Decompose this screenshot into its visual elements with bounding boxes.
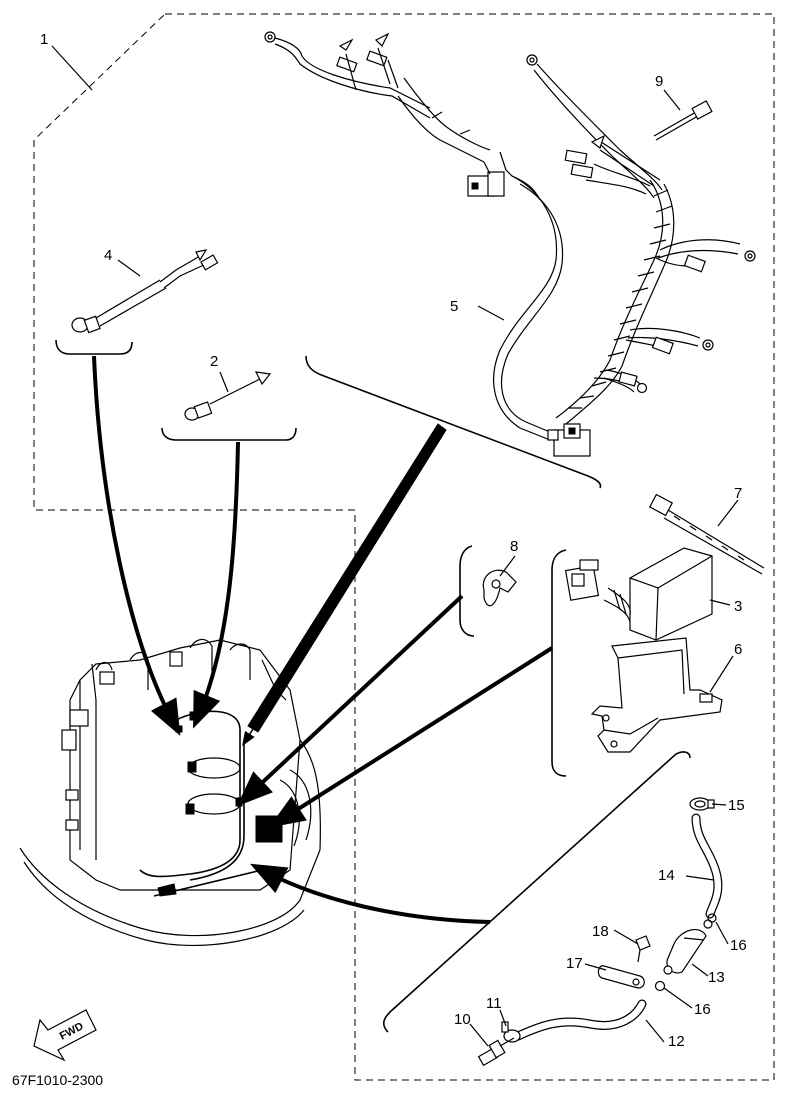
cdi-unit (564, 547, 713, 641)
bolt-18 (635, 935, 651, 963)
cable-tie-long (648, 493, 765, 575)
part-label-18: 18 (592, 923, 609, 940)
sensor-lead (71, 249, 219, 334)
fuel-hose-12 (513, 999, 647, 1041)
harness-bracket (305, 355, 602, 489)
bracket-2 (161, 427, 297, 441)
clamp-8 (459, 545, 517, 637)
part-label-15: 15 (728, 797, 745, 814)
clip-16-upper (707, 913, 717, 923)
part-label-13: 13 (708, 969, 725, 986)
fuel-filter-13 (663, 919, 713, 975)
fwd-arrow-icon: FWD (33, 1009, 97, 1062)
part-label-5: 5 (450, 298, 458, 315)
fuel-system-bracket (382, 751, 691, 1033)
part-label-10: 10 (454, 1011, 471, 1028)
part-label-14: 14 (658, 867, 675, 884)
part-label-17: 17 (566, 955, 583, 972)
mounting-bracket-6 (590, 637, 723, 753)
part-label-16-lower: 16 (694, 1001, 711, 1018)
part-label-9: 9 (655, 73, 663, 90)
part-label-7: 7 (734, 485, 742, 502)
part-label-4: 4 (104, 247, 112, 264)
part-label-16-upper: 16 (730, 937, 747, 954)
part-label-2: 2 (210, 353, 218, 370)
part-label-11: 11 (486, 995, 502, 1012)
assembly-boundary (33, 13, 775, 1081)
part-label-3: 3 (734, 598, 742, 615)
fuel-hose-14 (691, 813, 723, 919)
leader-lines (51, 45, 739, 1047)
joint-10 (477, 1037, 515, 1067)
part-label-6: 6 (734, 641, 742, 658)
bracket-3-6 (551, 549, 567, 777)
diagram-code: 67F1010-2300 (12, 1072, 103, 1088)
clip-11 (501, 1021, 521, 1043)
clip-16-lower (654, 980, 666, 992)
cable-tie-short (653, 100, 713, 141)
wire-harness (264, 31, 756, 457)
part-labels: 1 2 3 4 5 6 7 8 9 10 11 12 13 14 15 16 1… (40, 31, 747, 1050)
part-label-1: 1 (40, 31, 48, 48)
part-label-8: 8 (510, 538, 518, 555)
part-label-12: 12 (668, 1033, 685, 1050)
installation-arrows (92, 355, 554, 924)
bracket-17 (597, 965, 645, 989)
hose-clip-15 (689, 797, 715, 811)
sensor-2 (184, 371, 272, 421)
bracket-4 (55, 339, 133, 355)
